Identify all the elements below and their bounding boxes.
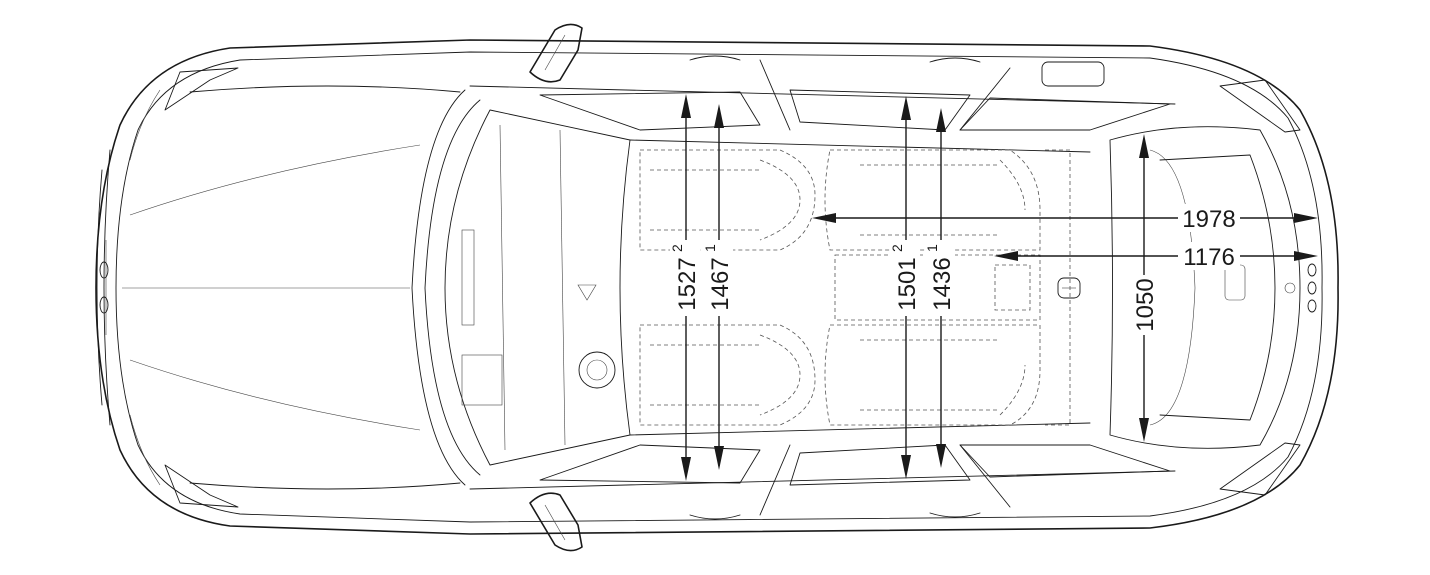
dim-1467-note: 1 (702, 244, 718, 252)
dim-label-1527: 1527 2 (669, 240, 701, 316)
dim-1467-value: 1467 (707, 257, 734, 310)
dimension-lines (681, 94, 1318, 481)
dim-1501-note: 2 (889, 244, 905, 252)
dim-label-1467: 1467 1 (702, 240, 734, 316)
dim-label-1501: 1501 2 (889, 240, 921, 316)
dim-1527-note: 2 (669, 244, 685, 252)
dim-1050-value: 1050 (1132, 278, 1159, 331)
dim-label-1436: 1436 1 (924, 240, 956, 316)
dim-1436-note: 1 (924, 244, 940, 252)
side-mirrors (529, 23, 583, 552)
dim-1978-value: 1978 (1182, 206, 1235, 233)
dim-1176-value: 1176 (1183, 244, 1235, 271)
car-body (95, 39, 1339, 535)
dim-label-1978: 1978 (1178, 204, 1240, 233)
dim-1527-value: 1527 (674, 257, 701, 310)
dim-1501-value: 1501 (894, 257, 921, 310)
dim-label-1050: 1050 (1128, 275, 1159, 335)
dim-label-1176: 1176 (1178, 242, 1240, 271)
dim-1436-value: 1436 (929, 257, 956, 310)
seats (639, 149, 1071, 426)
